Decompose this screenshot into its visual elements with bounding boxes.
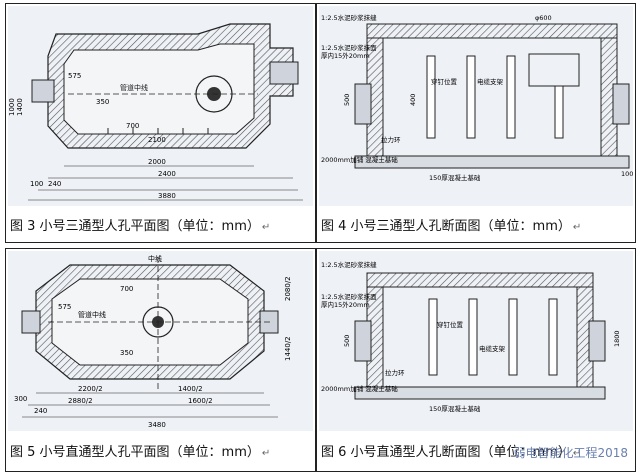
dim-1440: 1440/2 <box>284 336 292 361</box>
watermark: 弱电智能化工程2018 <box>513 446 628 460</box>
dim-100: 100 <box>30 180 43 188</box>
dim-1800: 1800 <box>613 330 621 347</box>
dim-240: 240 <box>34 407 47 415</box>
dim-3880: 3880 <box>158 192 176 200</box>
dim-700: 700 <box>126 122 139 130</box>
dim-1400: 1400 <box>16 98 24 116</box>
dim-2400: 2400 <box>158 170 176 178</box>
dim-500: 500 <box>343 94 351 106</box>
thickness-label: 厚内15外20mm <box>321 51 370 60</box>
hook-label: 拉力环 <box>385 368 405 377</box>
dim-2100: 2100 <box>148 136 166 144</box>
figure-5-drawing: 中线 管道中线 700 575 350 2200/2 1400/2 2880/2… <box>8 251 313 431</box>
cable-support-label: 电缆支架 <box>479 344 506 353</box>
dim-500: 500 <box>343 335 351 347</box>
figure-4-drawing: 1:2.5水泥砂浆抹缝 1:2.5水泥砂浆抹面 厚内15外20mm 穿钉位置 电… <box>319 6 633 206</box>
center-line-label: 中线 <box>148 254 162 263</box>
dim-350: 350 <box>120 349 133 357</box>
dim-3480: 3480 <box>148 421 166 429</box>
base-thick-label: 150厚混凝土基础 <box>429 404 481 413</box>
mortar-side-label: 1:2.5水泥砂浆抹面 <box>321 43 377 52</box>
dim-240: 240 <box>48 180 61 188</box>
dim-2200: 2200/2 <box>78 385 103 393</box>
nail-label: 穿钉位置 <box>431 77 458 86</box>
pipe-line-label: 管道中线 <box>78 310 106 319</box>
dim-400: 400 <box>409 94 417 106</box>
top-dim-label: φ600 <box>535 14 552 22</box>
mortar-top-label: 1:2.5水泥砂浆抹缝 <box>321 260 377 269</box>
dim-300: 300 <box>14 395 27 403</box>
base-label: 2000mm加铺 混凝土基础 <box>321 384 398 393</box>
nail-label: 穿钉位置 <box>437 320 464 329</box>
figure-6-drawing: 1:2.5水泥砂浆抹缝 1:2.5水泥砂浆抹面 厚内15外20mm 穿钉位置 电… <box>319 251 633 431</box>
dim-2880: 2880/2 <box>68 397 93 405</box>
dim-1400: 1400/2 <box>178 385 203 393</box>
figure-4-cell: 1:2.5水泥砂浆抹缝 1:2.5水泥砂浆抹面 厚内15外20mm 穿钉位置 电… <box>316 3 636 243</box>
dim-100: 100 <box>621 170 633 178</box>
dim-575: 575 <box>58 303 71 311</box>
figure-3-drawing: 管道中线 2000 2100 2400 3880 700 350 575 100… <box>8 6 313 206</box>
figure-6-cell: 1:2.5水泥砂浆抹缝 1:2.5水泥砂浆抹面 厚内15外20mm 穿钉位置 电… <box>316 248 636 472</box>
thickness-label: 厚内15外20mm <box>321 300 370 309</box>
dim-2000: 2000 <box>148 158 166 166</box>
dim-350: 350 <box>96 98 109 106</box>
figure-3-cell: 管道中线 2000 2100 2400 3880 700 350 575 100… <box>5 3 316 243</box>
figure-6-caption: 图 6 小号直通型人孔断面图（单位：mm）↵ <box>321 445 582 460</box>
dim-2080: 2080/2 <box>284 276 292 301</box>
cable-support-label: 电缆支架 <box>477 77 504 86</box>
dim-575: 575 <box>68 72 81 80</box>
hook-label: 拉力环 <box>381 135 401 144</box>
base-thick-label: 150厚混凝土基础 <box>429 173 481 182</box>
mortar-top-label: 1:2.5水泥砂浆抹缝 <box>321 13 377 22</box>
dim-1600: 1600/2 <box>188 397 213 405</box>
figure-3-caption: 图 3 小号三通型人孔平面图（单位：mm）↵ <box>10 219 271 234</box>
base-label: 2000mm加铺 混凝土基础 <box>321 155 398 164</box>
mortar-side-label: 1:2.5水泥砂浆抹面 <box>321 292 377 301</box>
figure-4-caption: 图 4 小号三通型人孔断面图（单位：mm）↵ <box>321 219 582 234</box>
dim-1000: 1000 <box>8 98 16 116</box>
dim-700: 700 <box>120 285 133 293</box>
center-line-label: 管道中线 <box>120 83 148 92</box>
figure-5-cell: 中线 管道中线 700 575 350 2200/2 1400/2 2880/2… <box>5 248 316 472</box>
figure-5-caption: 图 5 小号直通型人孔平面图（单位：mm）↵ <box>10 445 271 460</box>
